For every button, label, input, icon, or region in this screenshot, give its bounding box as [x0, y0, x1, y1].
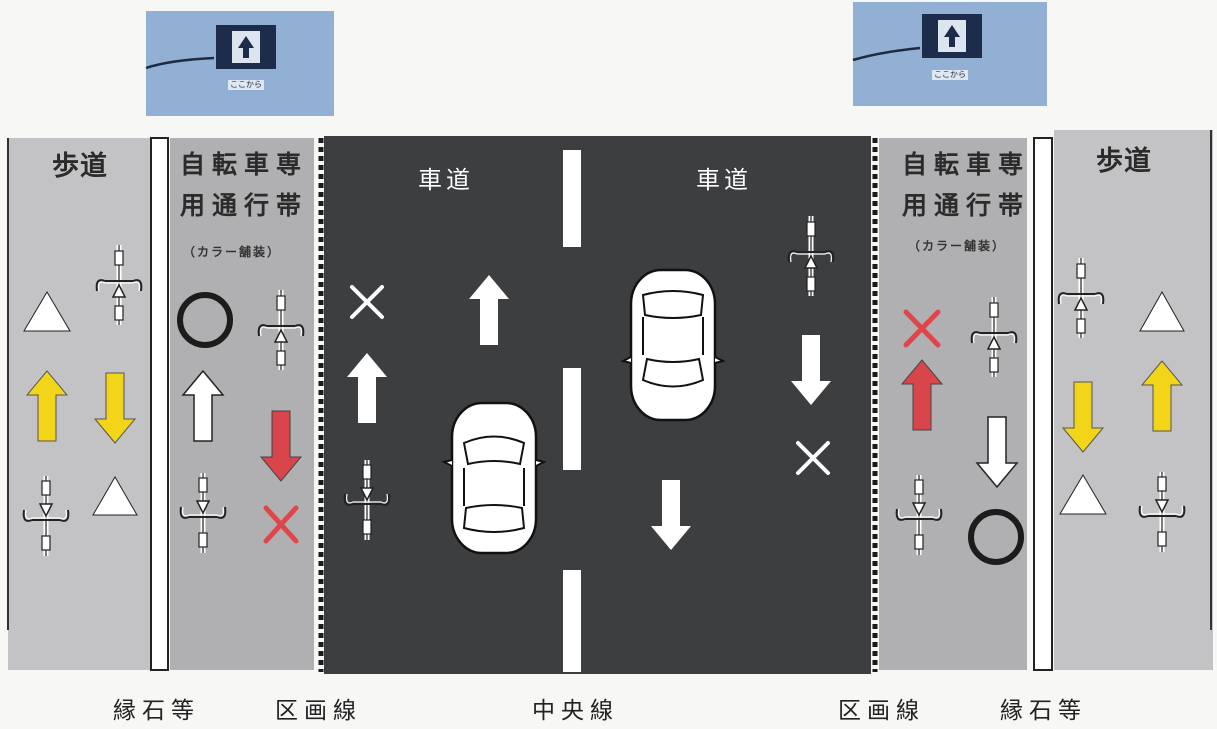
curb-left-caption: 縁石等 — [113, 698, 200, 724]
bike-lane-right — [879, 138, 1027, 670]
allowed-circle-left — [177, 292, 233, 348]
curb-right-caption: 縁石等 — [1000, 698, 1087, 724]
bike-lane-right-label-2: 用通行帯 — [902, 191, 1031, 220]
roadway-left-label: 車道 — [418, 166, 474, 194]
yield-triangle-right-1 — [1139, 290, 1185, 332]
white-cross-road-left — [350, 285, 384, 319]
red-cross-right-lane — [903, 309, 941, 348]
car-right — [621, 268, 725, 422]
sign-left-text: ここから — [228, 80, 264, 90]
sidewalk-left — [8, 138, 150, 670]
yield-triangle-left-2 — [92, 476, 138, 516]
sidewalk-left-label: 歩道 — [52, 151, 108, 182]
roadway-right-label: 車道 — [696, 166, 752, 194]
bike-lane-right-note: （カラー舗装） — [908, 239, 1007, 253]
lane-line-right-caption: 区画線 — [838, 698, 925, 724]
yield-triangle-right-2 — [1059, 474, 1107, 515]
bike-lane-left-label-1: 自転車専 — [180, 150, 309, 179]
sidewalk-right-label: 歩道 — [1096, 146, 1152, 177]
center-line — [563, 150, 581, 672]
curb-right — [1033, 137, 1053, 671]
lane-line-left-caption: 区画線 — [275, 698, 362, 724]
sign-right-text: ここから — [932, 70, 968, 80]
roadway — [324, 136, 871, 674]
bike-lane-left-label-2: 用通行帯 — [180, 191, 309, 220]
bike-lane-right-label-1: 自転車専 — [902, 150, 1031, 179]
curb-left — [150, 137, 169, 671]
bike-lane-left-note: （カラー舗装） — [183, 245, 282, 259]
center-line-caption: 中央線 — [532, 698, 619, 724]
allowed-circle-right — [968, 509, 1024, 565]
white-cross-road-right — [796, 441, 830, 475]
yield-triangle-left-1 — [23, 291, 71, 332]
red-cross-left-lane — [263, 505, 299, 544]
car-left — [442, 401, 546, 555]
